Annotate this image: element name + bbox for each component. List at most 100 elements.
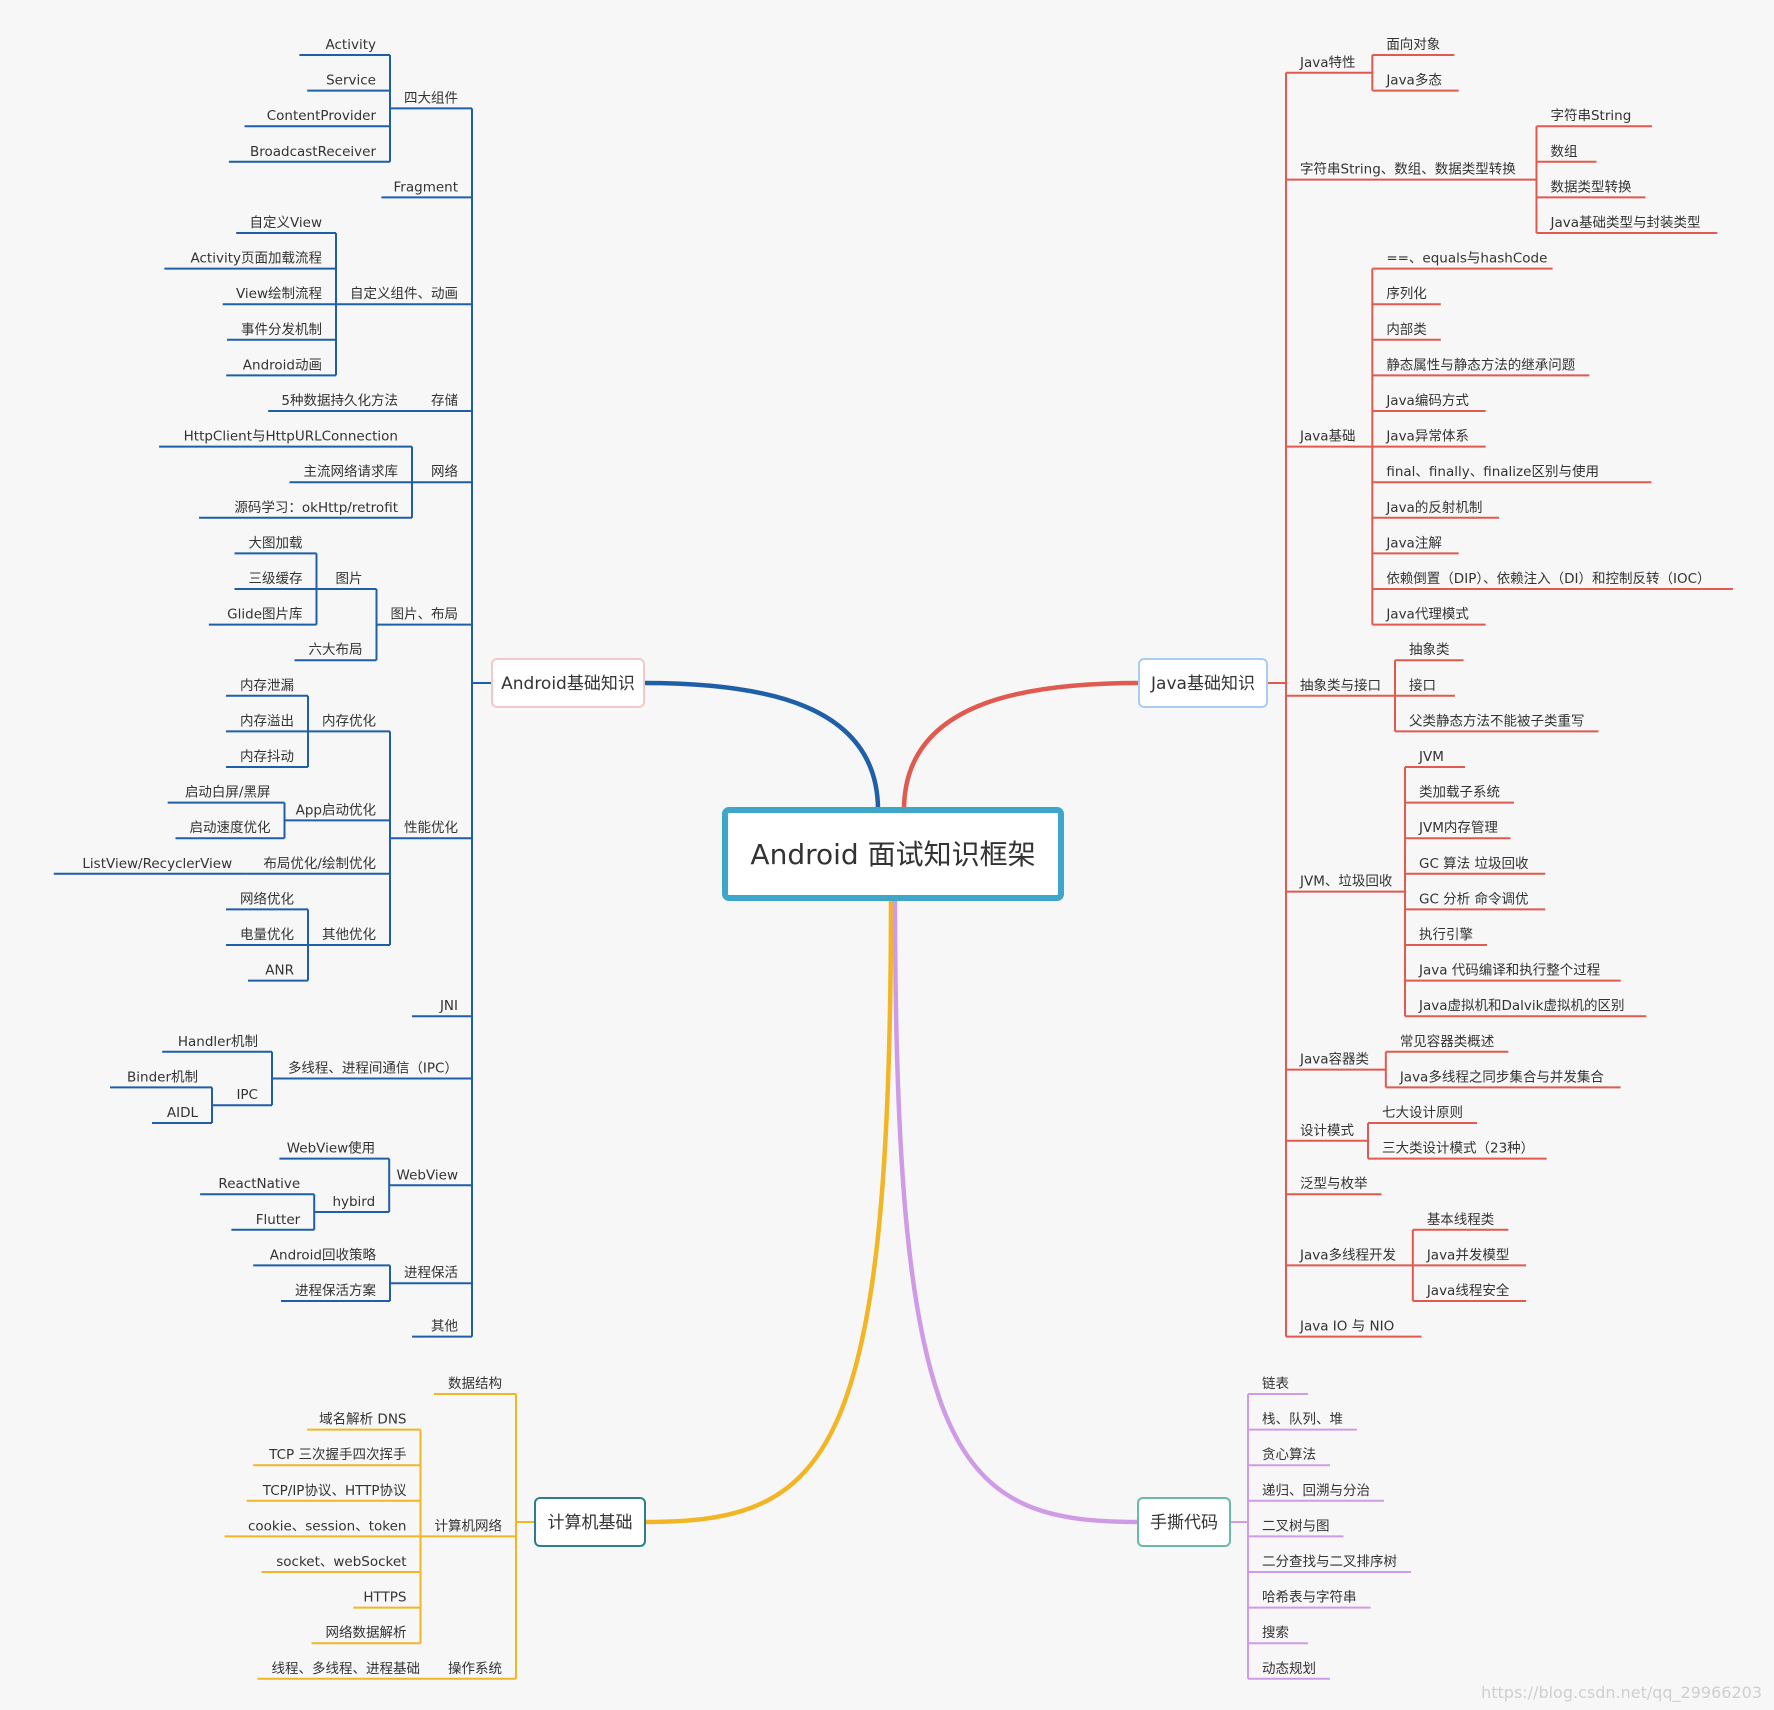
- node-label: 贪心算法: [1262, 1447, 1316, 1463]
- node-label: 六大布局: [309, 642, 363, 658]
- branch-0-label: Android基础知识: [501, 674, 635, 694]
- node-label: Handler机制: [178, 1034, 258, 1050]
- node-label: Java多线程开发: [1299, 1246, 1397, 1263]
- node-label: 大图加载: [249, 535, 303, 551]
- central-topic-box[interactable]: [722, 807, 1064, 901]
- node-label: TCP 三次握手四次挥手: [268, 1447, 406, 1463]
- central-topic-label: Android 面试知识框架: [750, 838, 1035, 871]
- node-label: Java基础: [1299, 428, 1356, 445]
- node-label: 数组: [1550, 144, 1577, 160]
- node-label: GC 算法 垃圾回收: [1419, 856, 1529, 872]
- node-label: JNI: [439, 998, 458, 1014]
- node-label: 内存抖动: [240, 749, 294, 765]
- branch-0-box[interactable]: [491, 658, 645, 708]
- node-label: WebView使用: [287, 1140, 375, 1157]
- node-label: 线程、多线程、进程基础: [272, 1660, 421, 1677]
- node-label: 图片、布局: [391, 607, 459, 623]
- node-label: 自定义View: [249, 215, 322, 231]
- node-label: BroadcastReceiver: [250, 144, 376, 160]
- node-label: GC 分析 命令调优: [1419, 890, 1528, 907]
- node-label: 四大组件: [404, 90, 458, 106]
- node-label: Java容器类: [1299, 1051, 1369, 1068]
- node-label: 三级缓存: [249, 571, 303, 587]
- node-label: ListView/RecyclerView: [82, 856, 232, 872]
- branch-0-tree: [53, 54, 492, 1338]
- node-label: ==、equals与hashCode: [1386, 251, 1547, 267]
- node-label: 栈、队列、堆: [1262, 1412, 1343, 1428]
- node-label: 泛型与枚举: [1300, 1176, 1368, 1192]
- node-label: JVM内存管理: [1418, 820, 1498, 836]
- node-label: 类加载子系统: [1419, 785, 1500, 801]
- node-label: 搜索: [1262, 1625, 1289, 1641]
- node-label: Activity页面加载流程: [191, 251, 323, 267]
- node-label: 依赖倒置（DIP）、依赖注入（DI）和控制反转（IOC）: [1386, 571, 1710, 587]
- node-label: 内存溢出: [240, 713, 294, 729]
- node-label: 数据结构: [448, 1376, 502, 1392]
- node-label: ANR: [265, 963, 294, 979]
- node-label: 事件分发机制: [241, 322, 322, 338]
- node-label: Java多态: [1385, 72, 1442, 89]
- node-label: 其他: [431, 1319, 458, 1335]
- node-label: Java基础类型与封装类型: [1549, 214, 1700, 231]
- node-label: 字符串String: [1550, 108, 1631, 124]
- node-label: TCP/IP协议、HTTP协议: [262, 1483, 407, 1499]
- node-label: 递归、回溯与分治: [1262, 1482, 1370, 1499]
- node-label: HTTPS: [363, 1590, 406, 1606]
- branch-2-label: 计算机基础: [548, 1513, 633, 1533]
- mind-map-links: [53, 54, 1733, 1680]
- node-label: 进程保活方案: [295, 1282, 376, 1299]
- branch-3-curve: [892, 895, 1141, 1525]
- node-label: Java并发模型: [1426, 1247, 1510, 1263]
- node-label: 二叉树与图: [1262, 1518, 1330, 1534]
- node-label: ReactNative: [218, 1176, 300, 1192]
- node-label: 图片: [336, 571, 363, 587]
- branch-2-curve: [642, 895, 894, 1525]
- node-label: 常见容器类概述: [1400, 1033, 1495, 1050]
- branch-2-box[interactable]: [534, 1497, 646, 1547]
- node-label: 启动速度优化: [190, 820, 271, 836]
- node-label: HttpClient与HttpURLConnection: [184, 429, 398, 445]
- node-label: Java特性: [1299, 55, 1356, 71]
- node-label: AIDL: [167, 1105, 199, 1121]
- node-label: 操作系统: [448, 1661, 502, 1677]
- node-label: 抽象类: [1409, 642, 1450, 658]
- node-label: 网络数据解析: [326, 1625, 407, 1641]
- node-label: 网络优化: [240, 891, 294, 907]
- node-label: socket、webSocket: [276, 1554, 406, 1570]
- node-label: hybird: [332, 1194, 375, 1210]
- node-label: Activity: [326, 37, 377, 53]
- node-label: ContentProvider: [267, 108, 377, 124]
- branch-2-tree: [224, 1393, 535, 1680]
- node-label: 动态规划: [1262, 1661, 1316, 1677]
- node-label: 接口: [1409, 677, 1436, 694]
- node-label: Binder机制: [127, 1069, 198, 1085]
- branch-1-label: Java基础知识: [1150, 674, 1255, 694]
- node-label: View绘制流程: [236, 286, 322, 302]
- node-label: Java代理模式: [1385, 607, 1469, 623]
- node-label: 链表: [1262, 1376, 1290, 1392]
- node-label: 内部类: [1386, 322, 1427, 338]
- node-label: Java虚拟机和Dalvik虚拟机的区别: [1418, 998, 1625, 1014]
- node-label: 字符串String、数组、数据类型转换: [1300, 162, 1516, 178]
- node-label: 计算机网络: [435, 1518, 503, 1534]
- node-label: 多线程、进程间通信（IPC）: [288, 1060, 458, 1077]
- node-label: 主流网络请求库: [304, 464, 399, 480]
- node-label: 内存优化: [322, 713, 376, 729]
- branch-1-box[interactable]: [1138, 658, 1268, 708]
- node-label: 域名解析 DNS: [319, 1412, 406, 1428]
- node-label: 序列化: [1386, 286, 1427, 302]
- node-label: Java编码方式: [1385, 393, 1469, 409]
- branch-3-label: 手撕代码: [1150, 1513, 1218, 1533]
- node-label: 网络: [431, 464, 458, 480]
- node-label: Java注解: [1385, 535, 1442, 551]
- node-label: final、finally、finalize区别与使用: [1386, 463, 1599, 480]
- node-label: IPC: [236, 1087, 258, 1103]
- node-label: 启动白屏/黑屏: [185, 785, 271, 801]
- branch-3-box[interactable]: [1137, 1497, 1231, 1547]
- node-label: 布局优化/绘制优化: [263, 856, 376, 872]
- node-label: 面向对象: [1386, 37, 1440, 53]
- node-label: WebView: [397, 1167, 458, 1183]
- node-label: 设计模式: [1300, 1123, 1354, 1139]
- branch-1-curve: [901, 680, 1142, 813]
